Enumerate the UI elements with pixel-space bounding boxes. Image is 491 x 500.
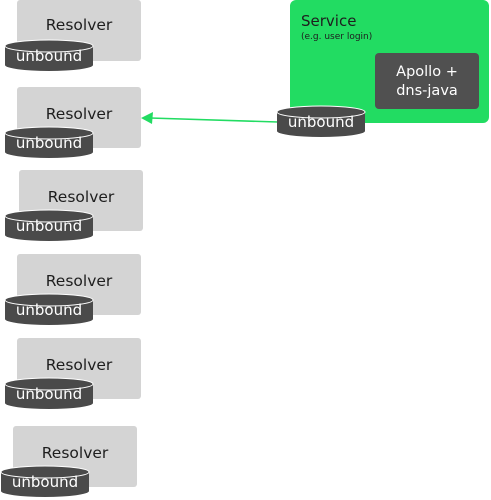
resolver-label: Resolver: [45, 105, 113, 123]
unbound-label: unbound: [15, 47, 83, 65]
cylinder-icon: [4, 209, 94, 241]
unbound-db-icon: unbound: [4, 126, 94, 159]
unbound-label: unbound: [15, 217, 83, 235]
cylinder-icon: [276, 105, 366, 137]
cylinder-icon: [4, 293, 94, 325]
library-label-line1: Apollo +: [396, 64, 458, 80]
resolver-label: Resolver: [47, 188, 115, 206]
cylinder-icon: [4, 126, 94, 158]
service-unbound-db-icon: unbound: [276, 105, 366, 138]
service-title: Service: [301, 12, 357, 30]
unbound-label: unbound: [11, 473, 79, 491]
unbound-label: unbound: [15, 134, 83, 152]
cylinder-icon: [0, 465, 90, 497]
cylinder-icon: [4, 39, 94, 71]
resolver-label: Resolver: [41, 444, 109, 462]
library-box: Apollo + dns-java: [375, 53, 479, 109]
unbound-label: unbound: [15, 385, 83, 403]
unbound-db-icon: unbound: [4, 293, 94, 326]
unbound-db-icon: unbound: [4, 39, 94, 72]
resolver-label: Resolver: [45, 16, 113, 34]
library-label: Apollo + dns-java: [375, 63, 479, 101]
service-box: Service (e.g. user login) Apollo + dns-j…: [290, 0, 489, 123]
service-subtitle: (e.g. user login): [301, 32, 373, 42]
unbound-db-icon: unbound: [4, 377, 94, 410]
unbound-db-icon: unbound: [4, 209, 94, 242]
resolver-label: Resolver: [45, 356, 113, 374]
arrow-head-icon: [141, 112, 153, 124]
resolver-label: Resolver: [45, 272, 113, 290]
unbound-label: unbound: [15, 301, 83, 319]
library-label-line2: dns-java: [396, 83, 458, 99]
cylinder-icon: [4, 377, 94, 409]
unbound-db-icon: unbound: [0, 465, 90, 498]
unbound-label: unbound: [287, 113, 355, 131]
